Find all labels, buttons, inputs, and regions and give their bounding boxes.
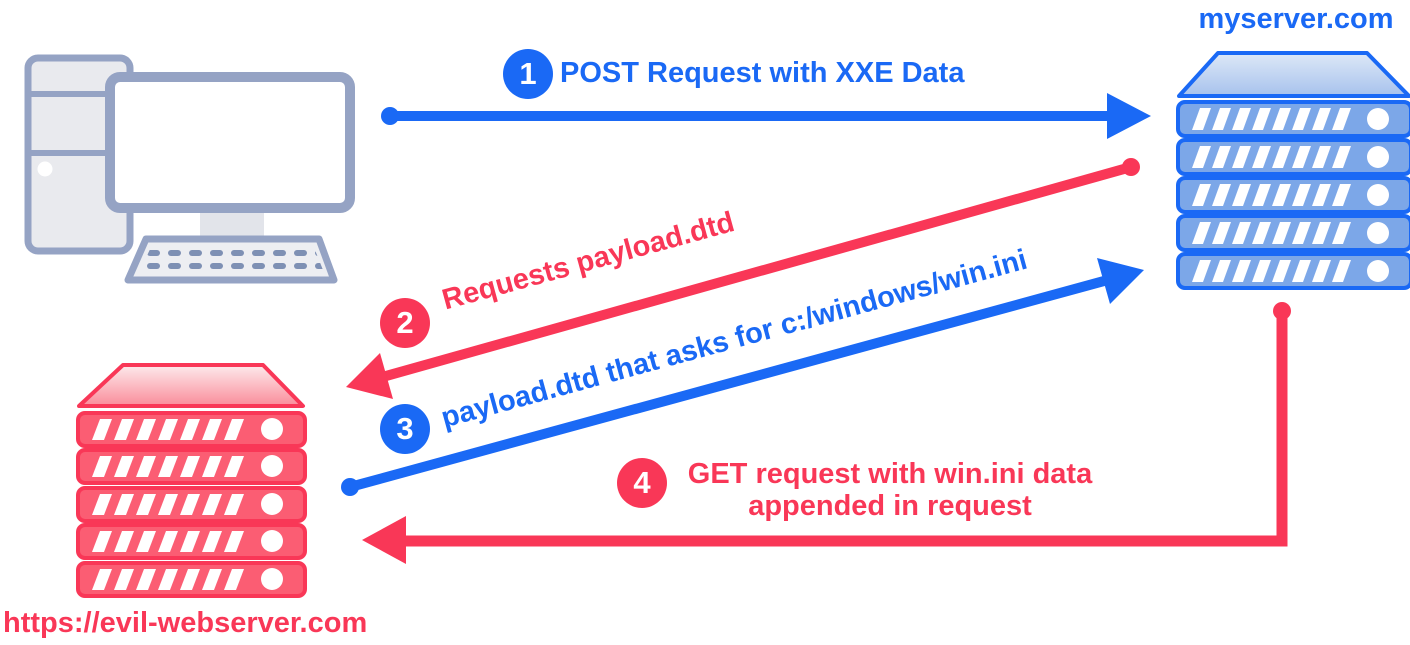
keyboard-keys <box>138 245 325 275</box>
step-4-label: GET request with win.ini data appended i… <box>687 458 1093 522</box>
desktop-computer-icon <box>24 54 355 284</box>
evil-server-stack-icon <box>76 363 307 598</box>
monitor-screen <box>105 72 355 213</box>
evil-server-label: https://evil-webserver.com <box>3 607 368 639</box>
arrow-step-2 <box>346 158 1140 399</box>
arrowhead-right <box>1107 93 1151 139</box>
step-2-number: 2 <box>396 305 414 340</box>
step-4-badge: 4 <box>617 458 667 508</box>
step-4-number: 4 <box>633 465 651 500</box>
step-3-number: 3 <box>396 411 414 446</box>
step-2-badge: 2 <box>380 298 430 348</box>
myserver-label: myserver.com <box>1198 3 1394 35</box>
step-1-badge: 1 <box>503 49 553 99</box>
arrow-step-4 <box>362 302 1291 564</box>
step-3-badge: 3 <box>380 404 430 454</box>
arrowhead-left <box>362 516 406 564</box>
step-1-label: POST Request with XXE Data <box>560 57 965 89</box>
myserver-server-stack-icon <box>1176 51 1410 290</box>
arrow-step-1 <box>381 93 1151 139</box>
arrowhead-up-right <box>1097 258 1144 304</box>
tower-power-light <box>37 161 53 177</box>
step-1-number: 1 <box>519 56 537 91</box>
arrow-step-3 <box>341 258 1144 496</box>
arrowhead-left <box>346 353 393 399</box>
